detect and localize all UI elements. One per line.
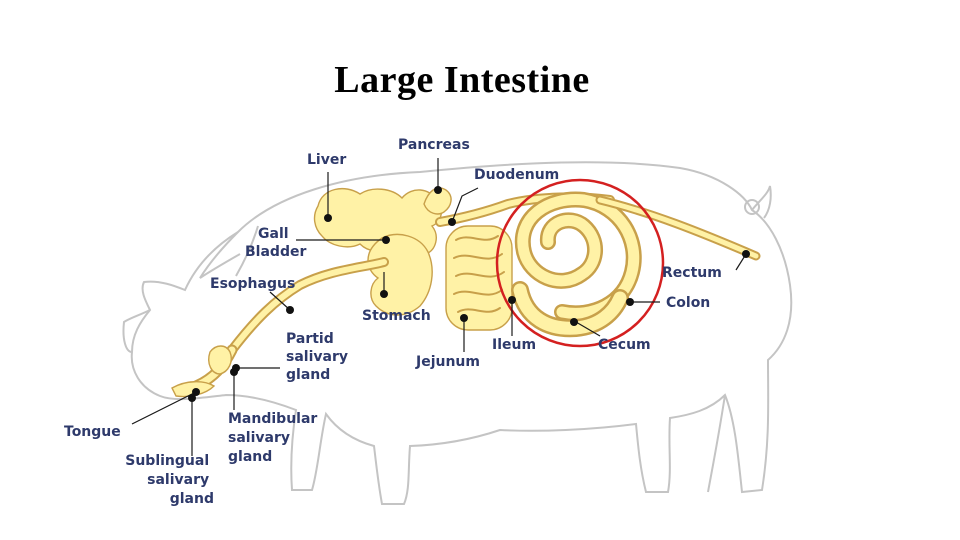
label-mandibular-line1: Mandibular: [228, 411, 317, 427]
label-partid-line1: Partid: [286, 331, 334, 347]
label-gall-bladder-line1: Gall: [258, 226, 289, 242]
label-stomach: Stomach: [362, 308, 431, 324]
leader-lines: [131, 158, 747, 456]
label-partid-line3: gland: [286, 367, 330, 383]
label-ileum: Ileum: [492, 337, 536, 353]
label-colon: Colon: [666, 295, 710, 311]
label-partid: Partid salivary gland: [286, 331, 353, 383]
pointer-dots: [188, 186, 750, 402]
label-mandibular-line2: salivary: [228, 430, 290, 446]
label-jejunum: Jejunum: [415, 354, 480, 370]
label-rectum: Rectum: [662, 265, 722, 281]
tongue-organ: [171, 381, 216, 398]
label-sublingual-line2: salivary: [147, 472, 209, 488]
large-intestine-spiral: [511, 191, 642, 338]
label-gall-bladder-line2: Bladder: [245, 244, 306, 260]
label-partid-line2: salivary: [286, 349, 348, 365]
slide-title: Large Intestine: [334, 59, 590, 101]
label-mandibular: Mandibular salivary gland: [228, 411, 322, 465]
label-tongue: Tongue: [64, 424, 121, 440]
label-esophagus: Esophagus: [210, 276, 295, 292]
digestive-tract: [171, 187, 761, 398]
label-cecum: Cecum: [598, 337, 651, 353]
label-sublingual-line1: Sublingual: [125, 453, 209, 469]
label-sublingual-line3: gland: [170, 491, 214, 507]
pancreas-organ: [423, 187, 452, 215]
label-sublingual: Sublingual salivary gland: [125, 453, 214, 507]
label-pancreas: Pancreas: [398, 137, 470, 153]
jejunum-coils: [445, 225, 513, 331]
label-mandibular-line3: gland: [228, 449, 272, 465]
label-liver: Liver: [307, 152, 346, 168]
stomach-organ: [367, 233, 433, 316]
label-duodenum: Duodenum: [474, 167, 559, 183]
large-intestine-highlight-circle: [495, 178, 665, 348]
parotid-gland-organ: [208, 345, 232, 375]
pig-body-outline: [122, 161, 793, 505]
label-gall-bladder: Gall Bladder: [245, 226, 306, 260]
